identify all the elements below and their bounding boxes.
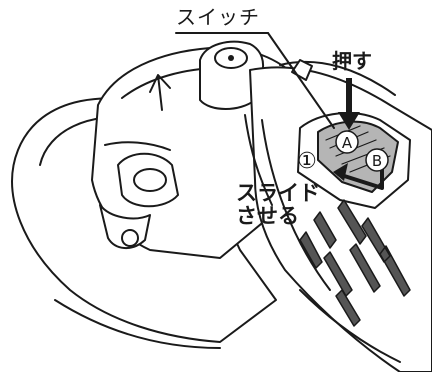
- marker-a: A: [335, 130, 359, 154]
- gear-housing-rib: [104, 141, 171, 151]
- svg-text:A: A: [342, 134, 353, 152]
- body-groove: [261, 119, 331, 291]
- cord-clip: [291, 59, 313, 81]
- body-groove-2: [244, 114, 273, 206]
- wheel-guard-rim: [54, 299, 221, 349]
- vent-slots: [299, 199, 411, 327]
- slide-label-line-2: させる: [236, 204, 299, 228]
- motor-top-edge: [279, 60, 396, 96]
- spindle-dot: [228, 55, 234, 61]
- slide-label-line-1: スライド: [236, 181, 320, 205]
- svg-text:①: ①: [297, 149, 317, 174]
- step-number: ①: [297, 149, 317, 174]
- marker-b: B: [365, 148, 389, 172]
- direction-arrow: [149, 74, 171, 111]
- svg-text:B: B: [372, 152, 382, 170]
- rear-grip-line: [299, 289, 401, 363]
- switch-label: スイッチ: [176, 5, 260, 29]
- side-handle-bolt: [121, 229, 139, 247]
- slide-label: スライド させる: [236, 182, 320, 228]
- push-label: 押す: [332, 49, 372, 73]
- push-arrow: [338, 78, 360, 130]
- spindle-lock-button: [133, 168, 167, 192]
- slide-arrow: [333, 163, 384, 190]
- switch-pointer: [267, 32, 335, 129]
